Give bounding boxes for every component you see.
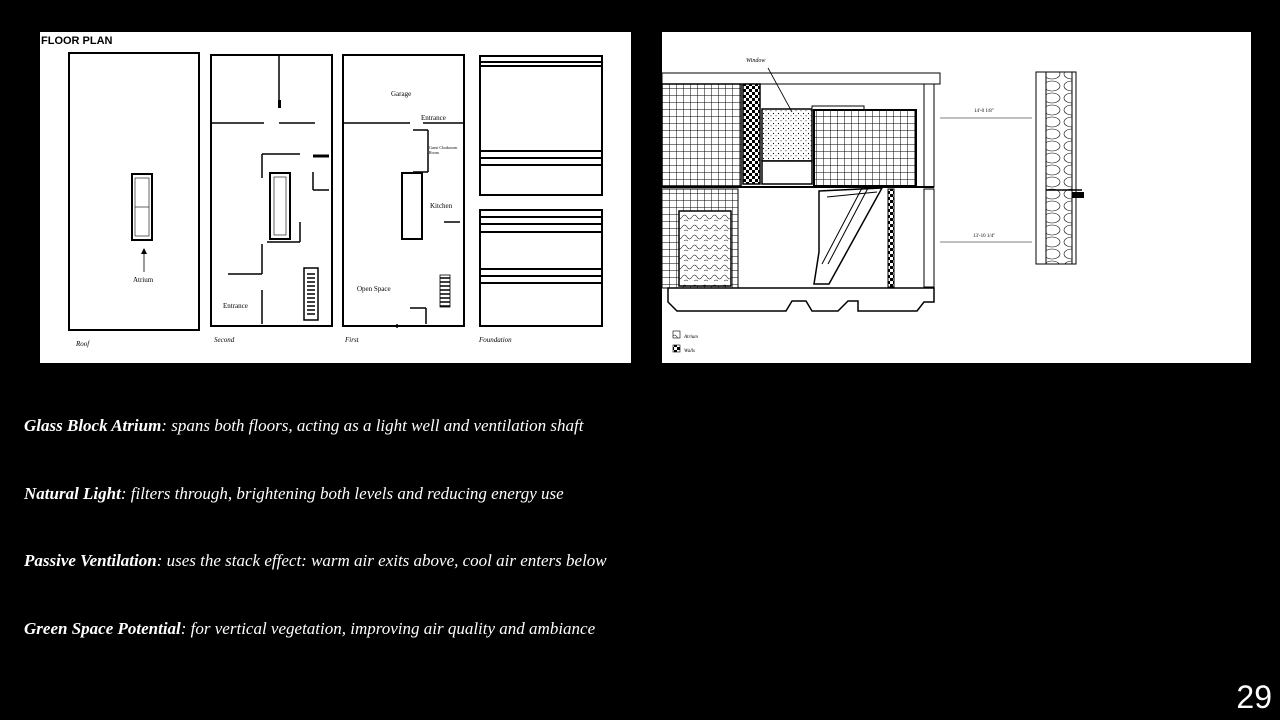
bullet-glass-block-atrium: Glass Block Atrium: spans both floors, a… bbox=[24, 416, 583, 436]
first-floor-plan: Garage Entrance Guest Cloakroom Room Kit… bbox=[342, 54, 465, 344]
page-number: 29 bbox=[1236, 679, 1272, 715]
atrium-label: Atrium bbox=[133, 276, 154, 284]
bullet-passive-ventilation: Passive Ventilation: uses the stack effe… bbox=[24, 551, 607, 571]
bullet-green-space: Green Space Potential: for vertical vege… bbox=[24, 619, 595, 639]
foundation-level-label: Foundation bbox=[478, 336, 512, 344]
legend-walls: Walls bbox=[684, 349, 695, 354]
floor-plan-svg: FLOOR PLAN Atrium Roof Entrance Second bbox=[41, 35, 603, 348]
bullet-term: Passive Ventilation bbox=[24, 551, 157, 570]
wall-detail bbox=[1035, 71, 1084, 265]
guest-room-label-2: Room bbox=[429, 150, 440, 155]
bullet-text: : for vertical vegetation, improving air… bbox=[180, 619, 596, 638]
dimension-upper: 14'-0 1/8" bbox=[974, 109, 994, 114]
section-drawing: Window 14'-0 1/8" 13'-10 1/4" Atrium Wal… bbox=[661, 32, 1251, 363]
open-space-label: Open Space bbox=[357, 285, 391, 293]
bullet-text: : spans both floors, acting as a light w… bbox=[161, 416, 584, 435]
bullet-text: : uses the stack effect: warm air exits … bbox=[156, 551, 607, 570]
bullet-text: : filters through, brightening both leve… bbox=[120, 484, 564, 503]
window-label: Window bbox=[746, 58, 765, 64]
bullet-term: Glass Block Atrium bbox=[24, 416, 162, 435]
roof-plan: Atrium Roof bbox=[68, 52, 200, 348]
foundation-plan: Foundation bbox=[478, 55, 603, 344]
second-entrance-label: Entrance bbox=[223, 302, 248, 310]
bullet-natural-light: Natural Light: filters through, brighten… bbox=[24, 484, 564, 504]
roof-level-label: Roof bbox=[75, 340, 90, 348]
dimension-lower: 13'-10 1/4" bbox=[973, 234, 995, 239]
second-level-label: Second bbox=[214, 336, 235, 344]
bullet-term: Green Space Potential bbox=[24, 619, 181, 638]
guest-room-label-1: Guest Cloakroom bbox=[429, 145, 458, 150]
second-floor-plan: Entrance Second bbox=[210, 54, 333, 344]
legend-atrium: Atrium bbox=[683, 335, 698, 340]
first-level-label: First bbox=[344, 336, 360, 344]
garage-label: Garage bbox=[391, 90, 411, 98]
section-svg: Window 14'-0 1/8" 13'-10 1/4" Atrium Wal… bbox=[661, 58, 1084, 354]
first-entrance-label: Entrance bbox=[421, 114, 446, 122]
bullet-term: Natural Light bbox=[24, 484, 121, 503]
kitchen-label: Kitchen bbox=[430, 202, 453, 210]
floor-plan-title: FLOOR PLAN bbox=[41, 35, 113, 47]
floor-plan-drawing: FLOOR PLAN Atrium Roof Entrance Second bbox=[40, 32, 631, 363]
